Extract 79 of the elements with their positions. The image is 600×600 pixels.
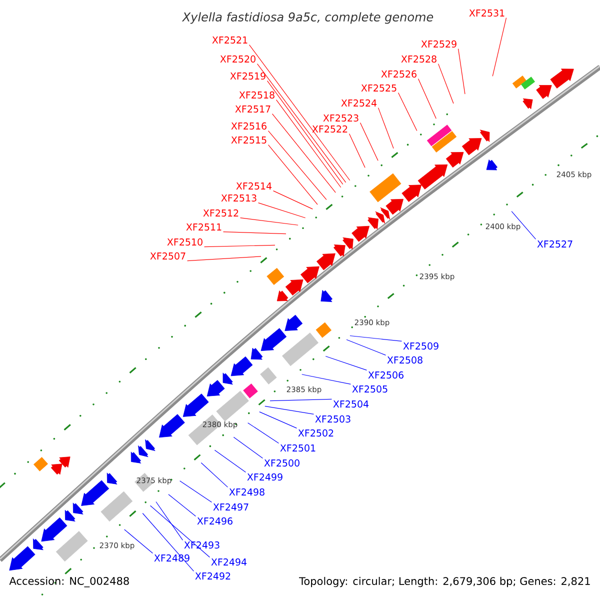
leader-line (276, 100, 342, 188)
accession-text: Accession: NC_002488 (9, 576, 129, 588)
gene-label: XF2523 (323, 114, 358, 122)
gene-label: XF2521 (212, 36, 248, 44)
leader-line (214, 450, 246, 473)
leader-line (248, 44, 350, 181)
gene-label: XF2526 (381, 70, 416, 78)
gene-label: XF2502 (298, 429, 334, 437)
leader-line (398, 92, 418, 132)
gene-label: XF2497 (213, 503, 248, 511)
genome-info-text: Topology: circular; Length: 2,679,306 bp; Genes: 2,821 (299, 576, 590, 588)
leader-line (200, 462, 228, 488)
gene-label: XF2509 (403, 342, 438, 350)
gene-label: XF2492 (195, 572, 230, 580)
leader-line (204, 244, 276, 248)
gene-label: XF2531 (469, 9, 504, 17)
gene-label: XF2511 (186, 223, 222, 231)
gene-label: XF2506 (368, 371, 404, 379)
gene-label: XF2527 (537, 240, 572, 248)
gene-label: XF2510 (167, 238, 202, 246)
leader-line (168, 494, 196, 517)
title: Xylella fastidiosa 9a5c, complete genome (182, 12, 434, 24)
gene-label: XF2525 (361, 84, 396, 92)
gene-label: XF2529 (421, 40, 456, 48)
leader-line (180, 480, 212, 503)
leader-line (360, 122, 378, 161)
leader-line (350, 335, 402, 342)
leader-line (222, 232, 286, 234)
gene-label: XF2496 (197, 517, 232, 525)
leader-line (325, 356, 368, 371)
gene-label: XF2513 (221, 194, 256, 202)
gene-label: XF2528 (401, 55, 436, 63)
leader-line (259, 412, 298, 428)
gene-label: XF2501 (280, 444, 316, 452)
leader-line (511, 211, 536, 240)
gene-label: XF2505 (352, 385, 388, 393)
leader-line (248, 422, 280, 444)
gene-label: XF2504 (333, 400, 369, 408)
leader-line (302, 374, 352, 384)
leader-line (270, 398, 332, 402)
gene-label: XF2516 (231, 122, 266, 130)
gene-label: XF2499 (247, 473, 282, 481)
leader-line (418, 78, 436, 119)
leader-line (492, 18, 507, 76)
gene-label: XF2514 (236, 182, 272, 190)
gene-label: XF2498 (229, 488, 264, 496)
leader-line (268, 130, 327, 200)
leader-line (256, 64, 346, 183)
leader-line (186, 256, 262, 262)
leader-line (124, 529, 154, 554)
leader-line (266, 80, 344, 185)
gene-label: XF2515 (231, 136, 266, 144)
leader-line (348, 134, 366, 168)
leader-line (156, 501, 184, 541)
gene-label: XF2494 (211, 558, 247, 566)
gene-label: XF2524 (341, 99, 377, 107)
leader-line (272, 114, 336, 193)
gene-label: XF2522 (312, 125, 348, 133)
leader-line (438, 64, 454, 104)
gene-label: XF2507 (150, 252, 186, 260)
leader-line (268, 144, 318, 205)
leader-line (150, 505, 210, 558)
leader-line (258, 202, 306, 218)
gene-label: XF2512 (203, 209, 238, 217)
leader-line (240, 218, 298, 226)
leader-line (458, 48, 466, 94)
leader-line (264, 406, 314, 415)
gene-label: XF2503 (315, 415, 350, 423)
leader-line (378, 108, 394, 149)
leader-line (346, 339, 386, 356)
leader-line (142, 512, 194, 572)
gene-label: XF2500 (264, 459, 300, 467)
gene-label: XF2519 (230, 72, 266, 80)
gene-label: XF2508 (387, 356, 422, 364)
leader-line (272, 190, 313, 210)
leader-line (233, 436, 264, 459)
gene-label: XF2518 (239, 91, 274, 99)
gene-label: XF2517 (235, 105, 270, 113)
gene-label: XF2520 (220, 55, 256, 63)
